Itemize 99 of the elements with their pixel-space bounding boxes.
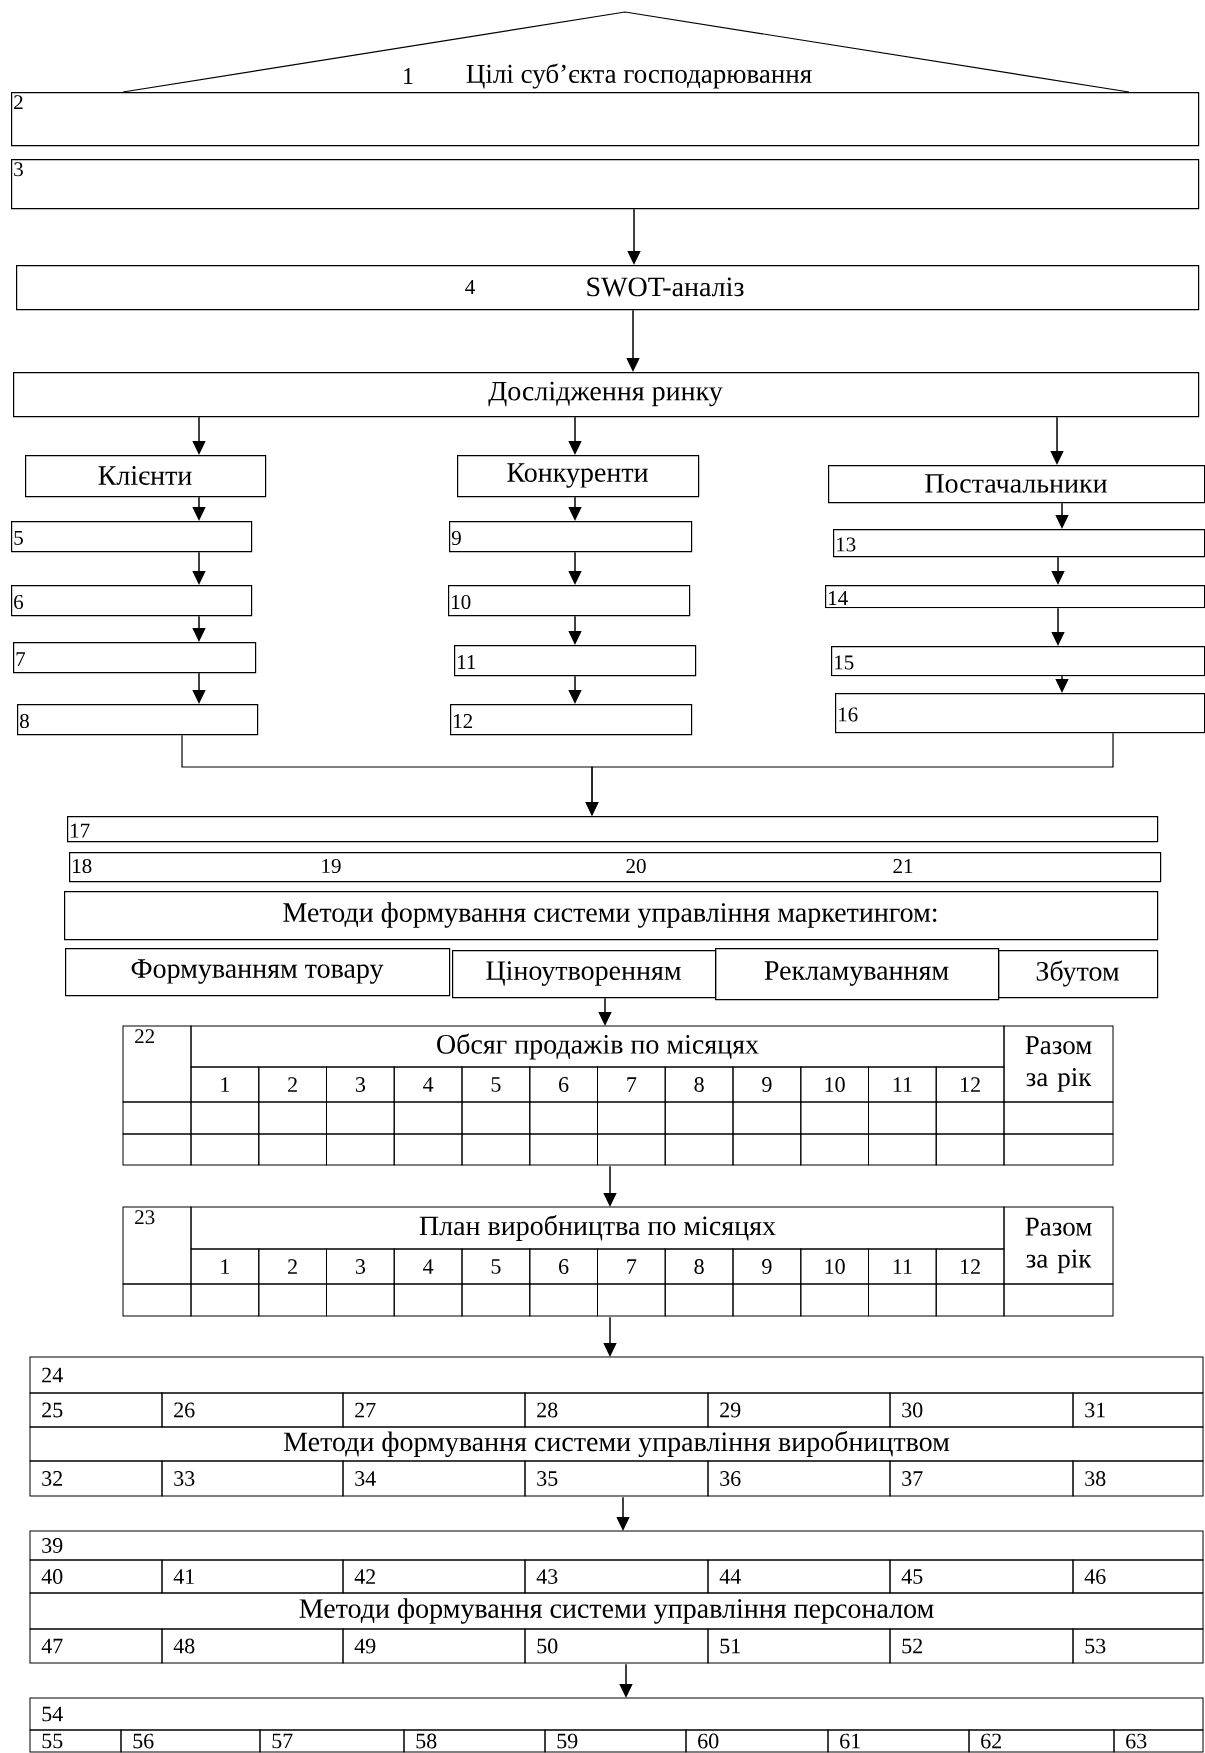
process-box: Конкуренти (457, 455, 700, 498)
process-box: Клієнти (25, 455, 267, 498)
table-cell: 4 (393, 1066, 463, 1103)
table-cell: 46 (1072, 1559, 1204, 1594)
table-cell: 34 (342, 1460, 526, 1497)
table-cell: 6 (529, 1066, 598, 1103)
table-cell: 58 (403, 1729, 546, 1753)
table-cell: План виробництва по місяцях (190, 1206, 1005, 1250)
table-cell: 47 (29, 1628, 163, 1664)
table-cell: 38 (1072, 1460, 1204, 1497)
process-box: Постачальники (828, 465, 1205, 504)
table-cell: 7 (597, 1248, 666, 1285)
table-cell: 22 (122, 1025, 192, 1103)
table-cell: 9 (732, 1248, 802, 1285)
table-cell: 32 (29, 1460, 163, 1497)
table-cell: 63 (1113, 1729, 1204, 1753)
table-cell: 24 (29, 1356, 1204, 1394)
table-cell: Обсяг продажів по місяцях (190, 1025, 1005, 1068)
table-cell: 35 (524, 1460, 709, 1497)
table-cell: 54 (29, 1697, 1204, 1731)
table-cell: 57 (259, 1729, 405, 1753)
table-cell: 23 (122, 1206, 192, 1285)
table-cell: 48 (161, 1628, 344, 1664)
table-cell: Методи формування системи управління виробництвом (29, 1426, 1204, 1462)
process-box: 3 (11, 159, 1200, 210)
table-cell: 4 (393, 1248, 463, 1285)
table-cell: 31 (1072, 1392, 1204, 1428)
table-cell: 6 (529, 1248, 598, 1285)
table-cell: 2 (258, 1066, 327, 1103)
process-box: 13 (833, 529, 1205, 558)
table-cell: 30 (889, 1392, 1074, 1428)
table-cell: 33 (161, 1460, 344, 1497)
table-cell: 8 (664, 1066, 734, 1103)
table-cell: 25 (29, 1392, 163, 1428)
table-cell: 60 (685, 1729, 829, 1753)
table-cell: 56 (120, 1729, 261, 1753)
table-cell: 29 (707, 1392, 891, 1428)
process-box: 5 (11, 521, 253, 553)
table-cell: 51 (707, 1628, 891, 1664)
process-box: Збутом (998, 950, 1159, 999)
table-cell: Разом за рік (1003, 1206, 1114, 1285)
table-cell: 42 (342, 1559, 526, 1594)
table-cell: 8 (664, 1248, 734, 1285)
table-cell: 3 (326, 1248, 395, 1285)
process-box: 6 (11, 585, 253, 617)
table-cell: 62 (968, 1729, 1115, 1753)
process-box: Дослідження ринку (13, 372, 1200, 418)
table-cell: 45 (889, 1559, 1074, 1594)
table-cell: 55 (29, 1729, 122, 1753)
process-box: 10 (448, 585, 691, 617)
process-box: 7 (13, 642, 257, 674)
table-cell: 37 (889, 1460, 1074, 1497)
process-box: Методи формування системи управління маркетингом: (64, 891, 1159, 941)
table-cell: 5 (461, 1248, 531, 1285)
table-cell: 1 (190, 1066, 260, 1103)
table-cell: 1 (190, 1248, 260, 1285)
table-cell: 53 (1072, 1628, 1204, 1664)
table-cell: Методи формування системи управління персоналом (29, 1592, 1204, 1630)
table-cell: 36 (707, 1460, 891, 1497)
table-cell: 40 (29, 1559, 163, 1594)
process-box: 12 (450, 704, 693, 736)
table-cell: 27 (342, 1392, 526, 1428)
table-cell: 59 (544, 1729, 687, 1753)
table-cell: 61 (827, 1729, 970, 1753)
table-cell: 11 (868, 1066, 937, 1103)
table-cell: 5 (461, 1066, 531, 1103)
table-cell: 7 (597, 1066, 666, 1103)
process-box: Ціноутворенням (452, 950, 717, 999)
table-cell: 10 (800, 1248, 869, 1285)
table-cell: 52 (889, 1628, 1074, 1664)
table-cell: 12 (935, 1066, 1005, 1103)
table-cell: 39 (29, 1530, 1204, 1561)
process-box: 8 (17, 704, 259, 736)
process-box: 11 (454, 645, 697, 677)
table-cell: 28 (524, 1392, 709, 1428)
process-box: 14 (825, 585, 1205, 609)
table-cell: 12 (935, 1248, 1005, 1285)
table-cell: 41 (161, 1559, 344, 1594)
process-box: Формуванням товару (65, 948, 451, 997)
process-box: 9 (449, 521, 693, 553)
process-box: 16 (835, 693, 1205, 734)
table-cell: 49 (342, 1628, 526, 1664)
process-box: 2 (11, 92, 1200, 147)
table-cell: 3 (326, 1066, 395, 1103)
table-cell: 10 (800, 1066, 869, 1103)
process-box: Рекламуванням (715, 948, 1000, 1001)
table-cell: 11 (868, 1248, 937, 1285)
table-cell: Разом за рік (1003, 1025, 1114, 1103)
table-cell: 43 (524, 1559, 709, 1594)
process-box: 4 SWOT-аналіз (16, 265, 1200, 311)
table-cell: 2 (258, 1248, 327, 1285)
table-cell: 44 (707, 1559, 891, 1594)
table-cell: 26 (161, 1392, 344, 1428)
process-box: 18 19 20 21 (69, 852, 1162, 883)
process-box: 17 (67, 816, 1159, 843)
table-cell: 50 (524, 1628, 709, 1664)
arrow (585, 732, 1114, 816)
process-box: 15 (831, 646, 1205, 677)
table-cell: 9 (732, 1066, 802, 1103)
